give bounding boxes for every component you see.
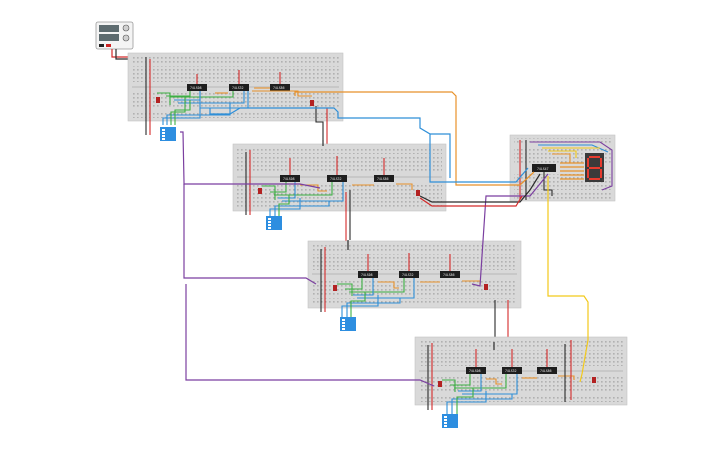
chip-74ls08-board-4[interactable]: 74LS08	[466, 367, 486, 374]
chip-label: 74LS86	[273, 86, 285, 90]
led-board-1-a	[156, 97, 160, 103]
chip-label: 74LS08	[469, 369, 481, 373]
led-board-2-b	[416, 190, 420, 196]
resistor-array	[560, 162, 584, 180]
chip-74ls86-board-2[interactable]: 74LS86	[374, 175, 394, 182]
led-board-3-a	[333, 285, 337, 291]
chip-74ls86-board-3[interactable]: 74LS86	[440, 271, 460, 278]
decoder-chip-74ls47[interactable]: 74LS47	[532, 164, 556, 172]
bench-power-supply-icon[interactable]	[95, 21, 134, 50]
interconnect-wires	[180, 91, 589, 387]
chip-label: 74LS32	[232, 86, 244, 90]
chip-label: 74LS86	[443, 273, 455, 277]
board-3-wiring	[320, 247, 509, 345]
chip-74ls32-board-2[interactable]: 74LS32	[327, 175, 347, 182]
chip-label: 74LS08	[361, 273, 373, 277]
chip-label: 74LS32	[402, 273, 414, 277]
led-board-3-b	[484, 284, 488, 290]
chip-74ls32-board-1[interactable]: 74LS32	[229, 84, 249, 91]
chip-label: 74LS32	[330, 177, 342, 181]
dip-switch-board-2[interactable]	[266, 216, 282, 230]
chip-74ls08-board-2[interactable]: 74LS08	[280, 175, 300, 182]
seven-segment-display	[585, 153, 604, 182]
chip-74ls08-board-1[interactable]: 74LS08	[187, 84, 207, 91]
led-board-4-b	[592, 377, 596, 383]
led-board-2-a	[258, 188, 262, 194]
dip-switch-board-3[interactable]	[340, 317, 356, 331]
board-4-wiring	[427, 340, 575, 415]
chip-label: 74LS86	[540, 369, 552, 373]
chip-74ls32-board-3[interactable]: 74LS32	[399, 271, 419, 278]
chip-74ls32-board-4[interactable]: 74LS32	[502, 367, 522, 374]
board-1-wiring	[145, 57, 328, 145]
led-board-1-b	[310, 100, 314, 106]
dip-switch-board-1[interactable]	[160, 127, 176, 141]
chip-74ls86-board-4[interactable]: 74LS86	[537, 367, 557, 374]
decoder-chip-label: 74LS47	[537, 167, 549, 171]
dip-switch-board-4[interactable]	[442, 414, 458, 428]
breadboard-4	[414, 336, 628, 406]
chip-label: 74LS86	[377, 177, 389, 181]
chip-74ls08-board-3[interactable]: 74LS08	[358, 271, 378, 278]
chip-label: 74LS08	[283, 177, 295, 181]
led-board-4-a	[438, 381, 442, 387]
chip-74ls86-board-1[interactable]: 74LS86	[270, 84, 290, 91]
chip-label: 74LS32	[505, 369, 517, 373]
chip-label: 74LS08	[190, 86, 202, 90]
